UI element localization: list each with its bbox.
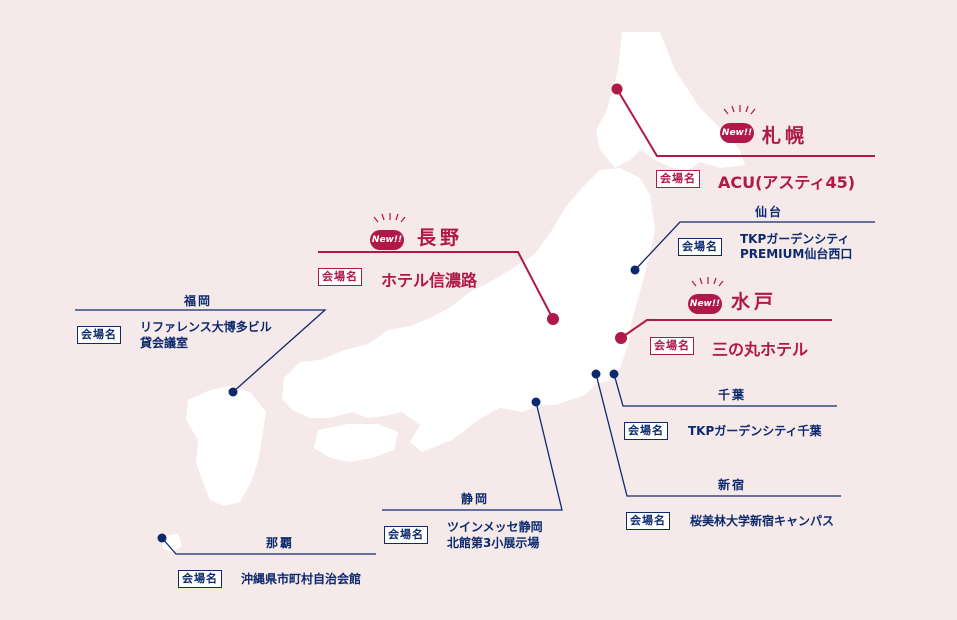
shinjuku-marker (591, 369, 601, 379)
new-badge-bursts (373, 105, 756, 287)
mito-burst (691, 277, 724, 287)
sapporo-marker (611, 83, 623, 95)
land-masses (162, 32, 745, 552)
shizuoka-venue-tag: 会場名 (384, 526, 428, 544)
mito-leader (620, 319, 832, 339)
shinjuku-venue-tag: 会場名 (626, 512, 670, 530)
chiba-venue-tag: 会場名 (624, 422, 668, 440)
shizuoka-venue-line2: 北館第3小展示場 (447, 536, 540, 550)
nagano-venue-tag: 会場名 (318, 268, 362, 286)
sendai-venue-line1: TKPガーデンシティ (740, 232, 850, 246)
mito-venue-name: 三の丸ホテル (712, 340, 809, 359)
shinjuku-city-label: 新宿 (718, 478, 747, 492)
shizuoka-venue-line1: ツインメッセ静岡 (447, 520, 543, 534)
chiba-leader (613, 373, 837, 407)
highlight-leader-lines (318, 88, 875, 339)
chiba-city-label: 千葉 (718, 388, 747, 402)
naha-city-label: 那覇 (266, 536, 295, 550)
sapporo-leader (616, 88, 875, 157)
fukuoka-marker (228, 387, 238, 397)
nagano-burst (373, 213, 406, 223)
fukuoka-leader (75, 309, 327, 393)
okinawa-landmass (162, 534, 182, 552)
sendai-venue-tag: 会場名 (678, 238, 722, 256)
shinjuku-leader (595, 373, 841, 497)
sapporo-city-label: 札幌 (762, 125, 809, 147)
sendai-marker (630, 265, 640, 275)
sendai-city-label: 仙台 (755, 205, 784, 219)
fukuoka-city-label: 福岡 (184, 294, 213, 308)
chiba-venue-line1: TKPガーデンシティ千葉 (688, 424, 822, 438)
nagano-city-label: 長野 (417, 227, 464, 249)
mito-venue-tag: 会場名 (650, 337, 694, 355)
shinjuku-venue-line1: 桜美林大学新宿キャンパス (690, 514, 835, 528)
naha-leader (161, 537, 376, 555)
naha-venue-line1: 沖縄県市町村自治会館 (241, 572, 362, 586)
mito-marker (615, 332, 627, 344)
shikoku-landmass (314, 424, 398, 462)
shizuoka-leader (382, 401, 563, 511)
naha-venue-tag: 会場名 (178, 570, 222, 588)
nagano-marker (547, 313, 559, 325)
fukuoka-venue-line2: 貸会議室 (140, 336, 189, 350)
shizuoka-city-label: 静岡 (461, 492, 490, 506)
naha-marker (157, 533, 167, 543)
mito-new-badge: New!! (688, 294, 722, 314)
kyushu-landmass (186, 386, 266, 506)
sapporo-venue-tag: 会場名 (656, 170, 700, 188)
sapporo-new-badge: New!! (720, 123, 754, 143)
hokkaido-landmass (596, 32, 745, 170)
nagano-new-badge: New!! (370, 230, 404, 250)
sapporo-venue-name: ACU(アスティ45) (718, 173, 856, 192)
nagano-leader (318, 251, 554, 320)
sendai-leader (634, 221, 875, 271)
nagano-venue-name: ホテル信濃路 (381, 271, 478, 290)
sapporo-burst (723, 105, 756, 115)
sendai-venue-line2: PREMIUM仙台西口 (740, 247, 853, 261)
fukuoka-venue-tag: 会場名 (77, 326, 121, 344)
shizuoka-marker (531, 397, 541, 407)
chiba-marker (609, 369, 619, 379)
location-markers (157, 83, 640, 543)
fukuoka-venue-line1: リファレンス大博多ビル (140, 320, 272, 334)
leader-lines (75, 221, 875, 555)
honshu-landmass (282, 168, 655, 452)
mito-city-label: 水戸 (731, 291, 778, 313)
